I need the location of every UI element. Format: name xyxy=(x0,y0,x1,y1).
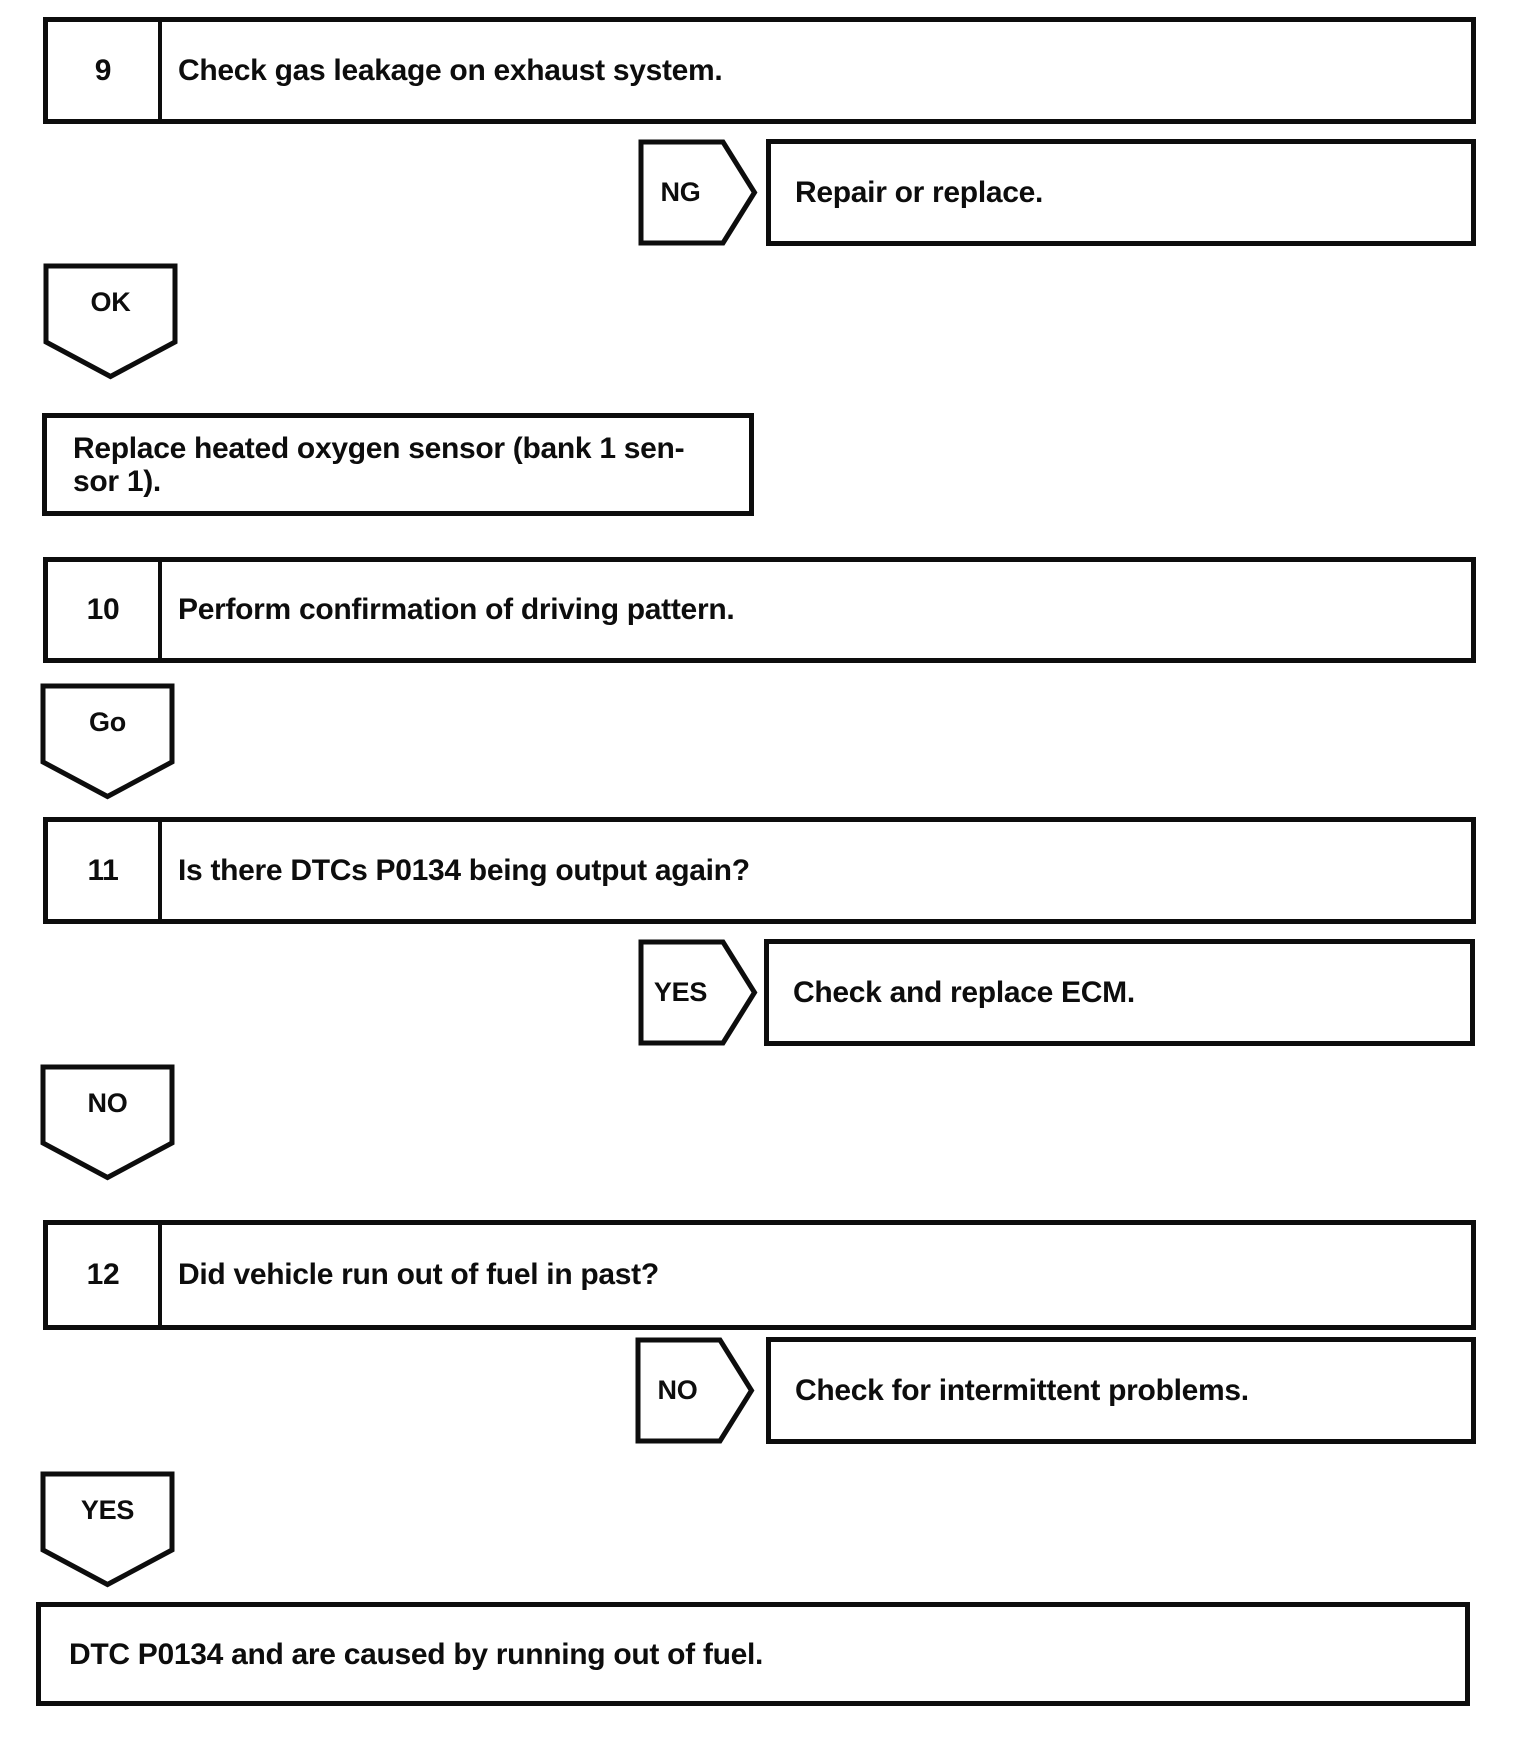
step-number: 9 xyxy=(48,22,162,119)
step-box-12: 12 Did vehicle run out of fuel in past? xyxy=(43,1220,1476,1330)
right-arrow-pentagon-shape xyxy=(635,1337,755,1444)
no-connector-pentagon: NO xyxy=(40,1064,175,1181)
action-box-line1: Replace heated oxygen sensor (bank 1 sen… xyxy=(73,431,685,465)
step-box-10: 10 Perform confirmation of driving patte… xyxy=(43,557,1476,663)
step-box-9: 9 Check gas leakage on exhaust system. xyxy=(43,17,1476,124)
no-branch-label: NO xyxy=(657,1375,698,1405)
go-connector-pentagon: Go xyxy=(40,683,175,800)
action-box-line2: sor 1). xyxy=(73,464,161,498)
yes-branch-label: YES xyxy=(653,977,708,1007)
action-box-replace-sensor: Replace heated oxygen sensor (bank 1 sen… xyxy=(42,413,754,516)
ok-connector-pentagon: OK xyxy=(43,263,178,380)
down-arrow-pentagon-shape xyxy=(40,683,175,800)
down-arrow-pentagon-shape xyxy=(43,263,178,380)
ng-branch-label: NG xyxy=(660,177,701,207)
yes-connector-pentagon: YES xyxy=(40,1471,175,1588)
step-number: 10 xyxy=(48,562,162,658)
result-box-intermittent: Check for intermittent problems. xyxy=(766,1337,1476,1444)
terminal-text: DTC P0134 and are caused by running out … xyxy=(69,1637,764,1671)
go-connector-label: Go xyxy=(89,707,126,737)
result-text: Check and replace ECM. xyxy=(793,975,1135,1009)
terminal-box-dtc: DTC P0134 and are caused by running out … xyxy=(36,1602,1470,1706)
step-text: Did vehicle run out of fuel in past? xyxy=(178,1258,659,1291)
step-number: 12 xyxy=(48,1225,162,1325)
right-arrow-pentagon-shape xyxy=(638,939,758,1046)
result-box-ecm: Check and replace ECM. xyxy=(764,939,1475,1046)
yes-branch-pentagon: YES xyxy=(638,939,758,1046)
no-connector-label: NO xyxy=(87,1088,128,1118)
step-box-11: 11 Is there DTCs P0134 being output agai… xyxy=(43,817,1476,924)
yes-connector-label: YES xyxy=(80,1495,135,1525)
ng-branch-pentagon: NG xyxy=(638,139,758,246)
ok-connector-label: OK xyxy=(90,287,131,317)
right-arrow-pentagon-shape xyxy=(638,139,758,246)
step-text: Perform confirmation of driving pattern. xyxy=(178,593,735,626)
step-text: Is there DTCs P0134 being output again? xyxy=(178,853,750,887)
down-arrow-pentagon-shape xyxy=(40,1471,175,1588)
step-number: 11 xyxy=(48,822,162,919)
down-arrow-pentagon-shape xyxy=(40,1064,175,1181)
no-branch-pentagon: NO xyxy=(635,1337,755,1444)
result-text: Check for intermittent problems. xyxy=(795,1373,1249,1407)
step-text: Check gas leakage on exhaust system. xyxy=(178,53,723,87)
result-box-repair: Repair or replace. xyxy=(766,139,1476,246)
result-text: Repair or replace. xyxy=(795,175,1044,209)
